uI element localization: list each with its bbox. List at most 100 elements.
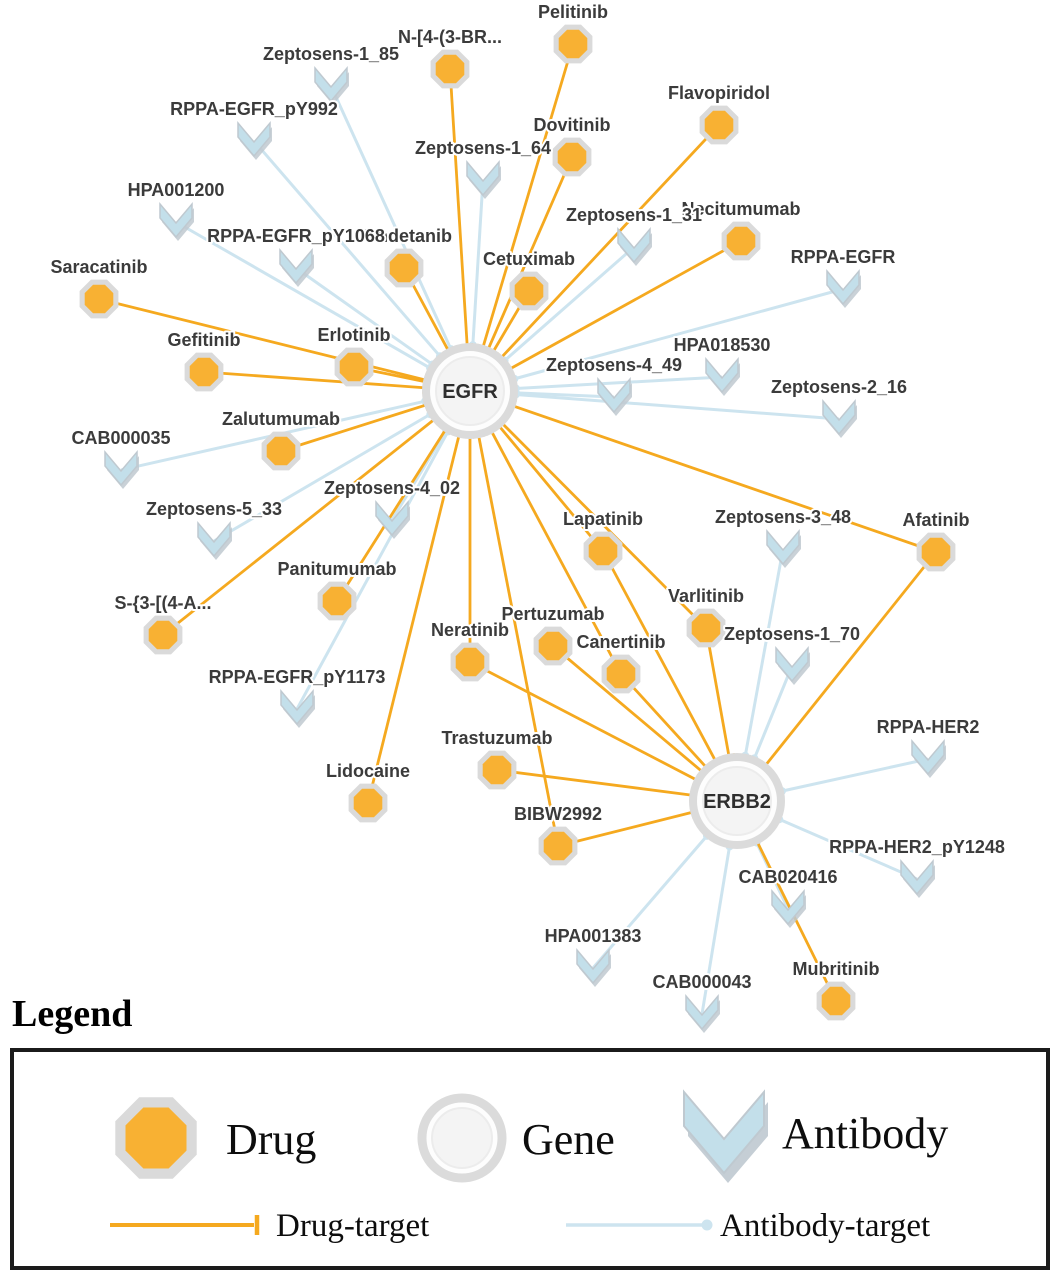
drug-octagon xyxy=(543,831,573,861)
drug-octagon xyxy=(455,647,485,677)
antibody-chevron xyxy=(911,738,945,776)
drug-node-neratinib xyxy=(450,642,490,682)
drug-octagon xyxy=(339,352,369,382)
antibody-node-rppa-her2 xyxy=(911,738,946,778)
label-cetuximab: Cetuximab xyxy=(483,249,575,269)
drug-octagon xyxy=(266,436,296,466)
antibody-chevron xyxy=(766,528,800,566)
antibody-node-rppa-egfr-py1068 xyxy=(279,247,314,287)
label-pertuzumab: Pertuzumab xyxy=(501,604,604,624)
drug-target-edge xyxy=(513,404,937,554)
antibody-target-edge xyxy=(503,245,635,362)
drug-node-s3-4a xyxy=(143,615,183,655)
drug-octagon xyxy=(389,253,419,283)
drug-node-zalutumumab xyxy=(261,431,301,471)
antibody-node-z3-48 xyxy=(766,528,801,568)
drug-node-pelitinib xyxy=(553,24,593,64)
drug-node-cetuximab xyxy=(509,271,549,311)
drug-icon xyxy=(115,1097,197,1179)
label-z1-70: Zeptosens-1_70 xyxy=(724,624,860,644)
antibody-node-z1-85 xyxy=(314,65,349,105)
gene-circle-inner xyxy=(435,356,505,426)
drug-node-lidocaine xyxy=(348,783,388,823)
drug-octagon xyxy=(558,29,588,59)
legend-label-drug-target: Drug-target xyxy=(276,1208,430,1244)
drug-target-edge xyxy=(469,660,697,782)
antibody-node-hpa001383 xyxy=(576,947,611,987)
antibody-target-edge xyxy=(295,266,434,366)
drug-octagon xyxy=(189,357,219,387)
drug-node-varlitinib xyxy=(686,608,726,648)
network-canvas: EGFRERBB2PelitinibN-[4-(3-BR...Dovitinib… xyxy=(48,0,1007,1033)
antibody-node-rppa-egfr-py992 xyxy=(237,120,272,160)
drug-target-edge xyxy=(764,551,938,766)
antibody-chevron xyxy=(705,356,739,394)
drug-node-afatinib xyxy=(916,532,956,572)
label-erbb2: ERBB2 xyxy=(703,791,771,813)
label-rppa-egfr-py1173: RPPA-EGFR_pY1173 xyxy=(209,667,386,687)
label-erlotinib: Erlotinib xyxy=(318,325,391,345)
antibody-chevron xyxy=(104,449,138,487)
antibody-node-cab000043 xyxy=(685,993,720,1033)
antibody-node-rppa-egfr xyxy=(826,268,861,308)
antibody-chevron xyxy=(280,688,314,726)
drug-target-edge xyxy=(366,435,461,804)
label-dovitinib: Dovitinib xyxy=(534,115,611,135)
label-mubritinib: Mubritinib xyxy=(793,959,880,979)
legend-title: Legend xyxy=(12,993,133,1035)
drug-node-necitumumab xyxy=(721,221,761,261)
label-rppa-egfr-py992: RPPA-EGFR_pY992 xyxy=(170,99,338,119)
antibody-node-hpa018530 xyxy=(705,356,740,396)
drug-target-edge xyxy=(756,841,838,1002)
drug-node-gefitinib xyxy=(184,352,224,392)
drug-node-erlotinib xyxy=(334,347,374,387)
antibody-target-edge xyxy=(513,287,844,381)
label-rppa-her2: RPPA-HER2 xyxy=(877,717,980,737)
antibody-node-z1-31 xyxy=(617,226,652,266)
drug-target-edge xyxy=(552,644,703,773)
label-trastuzumab: Trastuzumab xyxy=(441,728,552,748)
label-cab000043: CAB000043 xyxy=(652,972,751,992)
drug-octagon xyxy=(435,54,465,84)
antibody-node-z5-33 xyxy=(197,520,232,560)
antibody-target-edge xyxy=(515,391,615,399)
drug-octagon xyxy=(148,620,178,650)
drug-octagon xyxy=(514,276,544,306)
antibody-target-edge xyxy=(778,817,918,881)
label-z1-64: Zeptosens-1_64 xyxy=(415,138,551,158)
label-rppa-egfr: RPPA-EGFR xyxy=(791,247,896,267)
legend-box: Drug Gene Antibody Drug-target Antibody-… xyxy=(10,1048,1050,1270)
antibody-target-edge xyxy=(515,392,840,421)
drug-node-canertinib xyxy=(601,654,641,694)
antibody-target-edge xyxy=(743,548,785,757)
legend-label-antibody-target: Antibody-target xyxy=(720,1208,931,1244)
antibody-target-edge xyxy=(329,85,453,350)
drug-octagon xyxy=(482,755,512,785)
antibody-node-cab020416 xyxy=(771,888,806,928)
drug-node-pertuzumab xyxy=(533,626,573,666)
label-n4-3br: N-[4-(3-BR... xyxy=(398,27,502,47)
label-z1-85: Zeptosens-1_85 xyxy=(263,44,399,64)
drug-octagon xyxy=(606,659,636,689)
drug-target-edge xyxy=(498,425,605,552)
label-zalutumumab: Zalutumumab xyxy=(222,409,340,429)
gene-icon xyxy=(417,1093,507,1183)
antibody-node-rppa-her2-py1248 xyxy=(900,858,935,898)
drug-target-edge xyxy=(500,124,721,359)
antibody-node-z4-02 xyxy=(375,499,410,539)
drug-target-line-icon xyxy=(110,1215,260,1235)
antibody-node-hpa001200 xyxy=(159,201,194,241)
antibody-chevron xyxy=(822,398,856,436)
label-necitumumab: Necitumumab xyxy=(681,199,800,219)
drug-node-n4-3br xyxy=(430,49,470,89)
label-cab000035: CAB000035 xyxy=(71,428,170,448)
antibody-chevron xyxy=(159,201,193,239)
antibody-chevron xyxy=(375,499,409,537)
antibody-node-rppa-egfr-py1173 xyxy=(280,688,315,728)
drug-target-edge xyxy=(704,627,731,756)
drug-target-edge xyxy=(477,435,560,847)
antibody-node-cab000035 xyxy=(104,449,139,489)
drug-node-dovitinib xyxy=(552,137,592,177)
drug-target-edge xyxy=(619,673,708,768)
drug-node-flavopiridol xyxy=(699,105,739,145)
